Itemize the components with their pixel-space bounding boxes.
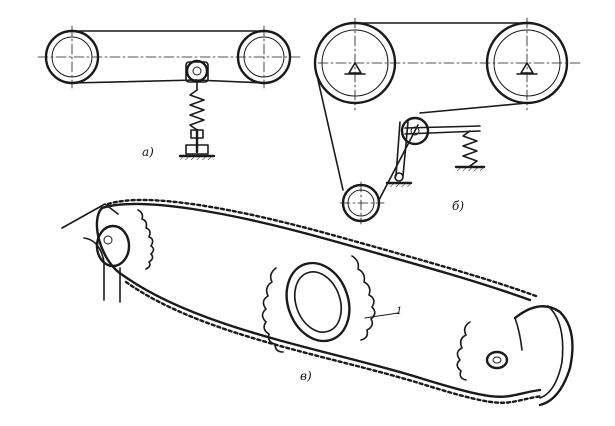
diagram-a-tension-roller [185, 59, 209, 91]
label-fig-c: в) [300, 369, 312, 383]
diagram-a-belt-drive: a) [37, 25, 301, 160]
diagram-c-idler-sprocket: 1 [261, 255, 402, 353]
diagram-b-belt [317, 22, 528, 201]
diagram-c-ring [285, 261, 351, 343]
diagram-c-engine-housing [61, 203, 131, 303]
diagram-c-leader-line [364, 312, 399, 319]
diagram-c-chain-drive: 1 в) [61, 198, 574, 407]
diagram-b-left-pulley [313, 17, 397, 111]
label-part-1: 1 [396, 306, 402, 317]
diagram-a-spring [189, 89, 205, 131]
label-fig-a: a) [142, 145, 154, 159]
diagram-c-driven-sprocket [456, 321, 509, 381]
diagram-c-drive-sprocket [137, 209, 155, 270]
diagram-b-spring [462, 130, 478, 167]
label-fig-b: б) [452, 199, 464, 213]
diagram-b-belt-drive: б) [313, 17, 581, 225]
diagram-b-idler-arm [385, 116, 481, 187]
diagram-c-hub-nut [485, 350, 509, 370]
diagram-c-drum [513, 305, 574, 407]
diagram-c-chain [95, 198, 544, 404]
diagram-b-right-pulley [485, 17, 569, 111]
diagram-a-left-pulley [44, 25, 100, 89]
diagram-b-lower-pulley [339, 181, 385, 225]
diagram-a-adjusting-screw [178, 128, 216, 160]
